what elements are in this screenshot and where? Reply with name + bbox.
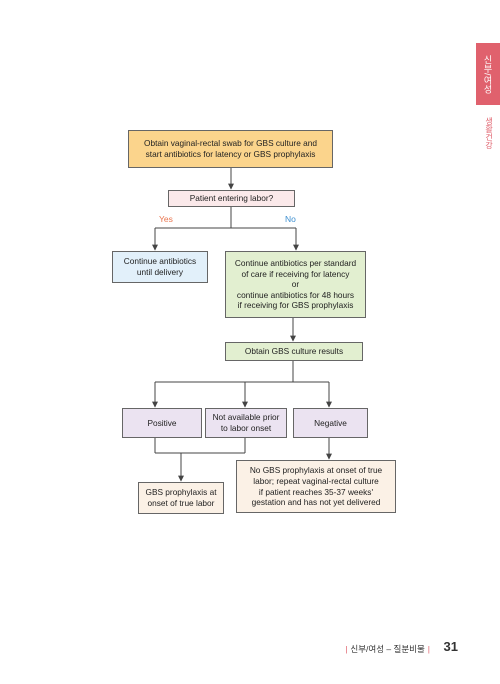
start-line-1: Obtain vaginal-rectal swab for GBS cultu… [144,138,317,149]
footer-text: 신부/여성 – 질분비물 [350,644,425,654]
yes-result-box: Continue antibiotics until delivery [112,251,208,283]
no-label: No [285,214,296,224]
page-footer: | 신부/여성 – 질분비물 | [345,643,430,655]
footer-divider-left: | [345,644,348,654]
question-box: Patient entering labor? [168,190,295,207]
start-line-2: start antibiotics for latency or GBS pro… [145,149,316,159]
section-tab: 신부/여성 [476,43,500,105]
page-number: 31 [443,639,458,654]
no-result-box: Continue antibiotics per standard of car… [225,251,366,318]
start-box: Obtain vaginal-rectal swab for GBS cultu… [128,130,333,168]
section-tab-label: 신부/여성 [482,54,493,94]
not-available-box: Not available prior to labor onset [205,408,287,438]
negative-box: Negative [293,408,368,438]
section-sub-label: 생활건강 [484,117,494,149]
culture-box: Obtain GBS culture results [225,342,363,361]
footer-divider-right: | [427,644,430,654]
positive-result-box: GBS prophylaxis at onset of true labor [138,482,224,514]
positive-box: Positive [122,408,202,438]
yes-label: Yes [159,214,173,224]
negative-result-box: No GBS prophylaxis at onset of true labo… [236,460,396,513]
